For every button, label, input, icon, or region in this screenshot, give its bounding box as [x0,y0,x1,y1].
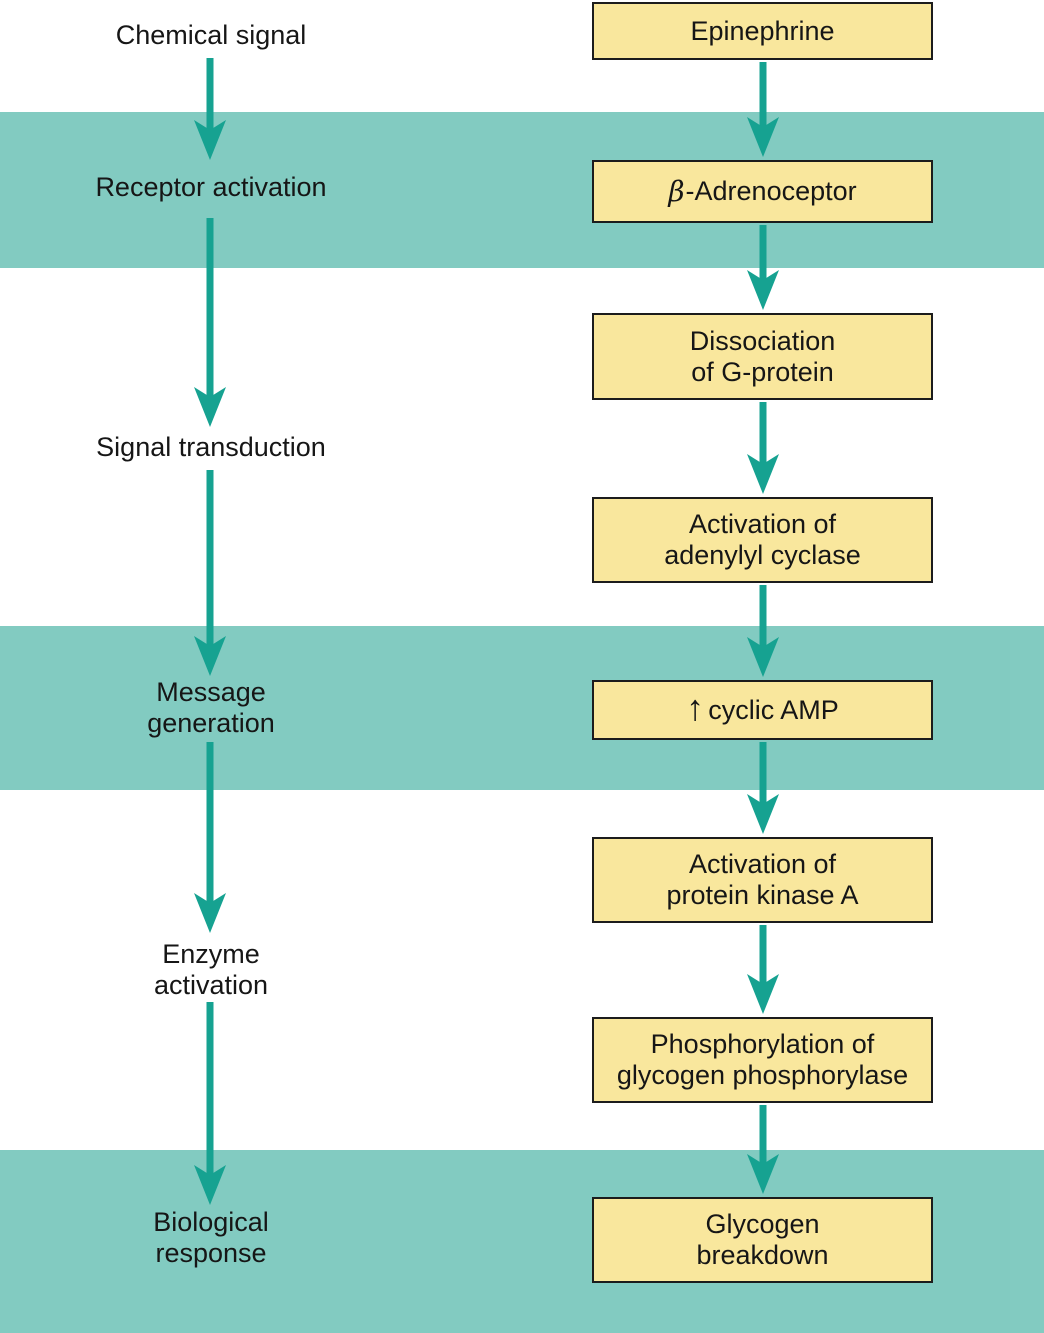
flow-box-label: Activation of protein kinase A [666,849,859,910]
stage-label-chemical-signal: Chemical signal [115,20,307,50]
stage-label-signal-transduction: Signal transduction [96,432,326,462]
beta-symbol: β [668,175,685,208]
stage-label-biological-response: Biological response [153,1207,269,1268]
flow-box-protein-kinase-a: Activation of protein kinase A [592,837,933,923]
flow-box-glycogen-phosphorylase: Phosphorylation of glycogen phosphorylas… [592,1017,933,1103]
flow-box-beta-adrenoceptor: β-Adrenoceptor [592,160,933,223]
increase-arrow-icon: ↑ [686,687,705,728]
flow-box-label: -Adrenoceptor [685,176,857,206]
flow-box-label: Activation of adenylyl cyclase [664,509,861,570]
flow-box-label: Glycogen breakdown [696,1209,829,1270]
stage-label-enzyme-activation: Enzyme activation [153,939,269,1000]
stage-label-message-generation: Message generation [147,677,275,738]
arrow-dissociation-to-adenylyl [747,402,779,494]
flow-box-adenylyl-cyclase: Activation of adenylyl cyclase [592,497,933,583]
flow-box-label: Dissociation of G-protein [689,325,836,387]
flow-box-dissociation-g-protein: Dissociation of G-protein [592,313,933,400]
flow-box-glycogen-breakdown: Glycogen breakdown [592,1197,933,1283]
flow-box-label: Epinephrine [690,15,835,46]
stage-label-receptor-activation: Receptor activation [95,172,327,202]
flow-box-cyclic-amp: ↑cyclic AMP [592,680,933,740]
flow-box-epinephrine: Epinephrine [592,2,933,60]
flow-box-label: cyclic AMP [708,694,839,725]
arrow-pka-to-phosphorylation [747,925,779,1014]
flow-box-label: Phosphorylation of glycogen phosphorylas… [616,1029,909,1090]
